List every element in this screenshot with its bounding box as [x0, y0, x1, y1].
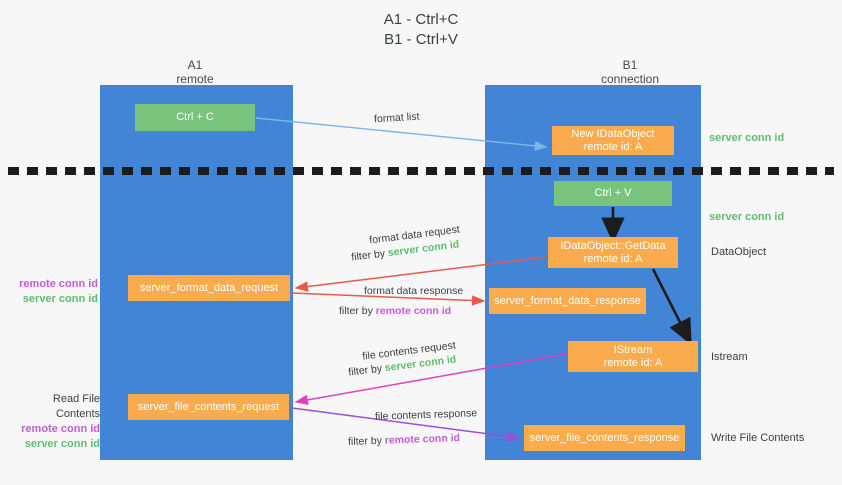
node-ctrl-c[interactable]: Ctrl + C	[135, 104, 255, 131]
node-ctrl-v[interactable]: Ctrl + V	[554, 181, 672, 206]
column-a1-sub: remote	[176, 72, 214, 86]
edge-label-format-data-response: format data response	[364, 285, 464, 297]
side-label-istream: Istream	[711, 351, 748, 363]
node-getdata-line1: IDataObject::GetData	[560, 239, 666, 252]
title-line-2: B1 - Ctrl+V	[384, 31, 458, 48]
filter-by-text: filter by	[339, 305, 376, 317]
filter-by-text: filter by	[350, 247, 389, 264]
node-server-format-data-response[interactable]: server_format_data_response	[489, 288, 646, 314]
node-new-idataobject-line2: remote id: A	[583, 140, 643, 153]
column-header-b1: B1 connection	[555, 58, 705, 86]
side-label-server-conn-id-1: server conn id	[22, 293, 98, 305]
node-server-file-contents-request-label: server_file_contents_request	[137, 400, 280, 413]
column-a1-name: A1	[187, 58, 203, 72]
node-server-file-contents-response-label: server_file_contents_response	[529, 431, 680, 444]
filter-by-text: filter by	[347, 362, 386, 379]
node-server-format-data-response-label: server_format_data_response	[494, 294, 641, 307]
edge-label-file-contents-response: file contents response	[374, 407, 478, 423]
node-server-format-data-request-label: server_format_data_request	[139, 281, 279, 294]
node-istream-line1: IStream	[613, 343, 653, 356]
page-title: A1 - Ctrl+C B1 - Ctrl+V	[0, 10, 842, 50]
title-line-1: A1 - Ctrl+C	[383, 11, 459, 28]
remote-conn-id-emphasis: remote conn id	[384, 432, 461, 447]
side-label-dataobject: DataObject	[711, 246, 767, 258]
node-new-idataobject-line1: New IDataObject	[571, 127, 655, 140]
side-label-group-conn-ids-1: remote conn id server conn id	[8, 277, 98, 307]
side-label-write-file-contents: Write File Contents	[711, 432, 805, 444]
remote-conn-id-emphasis: remote conn id	[375, 305, 452, 317]
column-b1-name: B1	[622, 58, 638, 72]
side-label-remote-conn-id-2: remote conn id	[21, 423, 100, 435]
edge-label-format-data-response-filter: filter by remote conn id	[339, 304, 451, 318]
side-label-read-file-contents: Read File Contents	[52, 393, 100, 420]
node-idataobject-getdata[interactable]: IDataObject::GetData remote id: A	[548, 237, 678, 268]
node-istream-line2: remote id: A	[603, 356, 663, 369]
column-b1-sub: connection	[600, 72, 660, 86]
node-new-idataobject[interactable]: New IDataObject remote id: A	[552, 126, 674, 155]
side-label-server-conn-id-2: server conn id	[24, 438, 100, 450]
node-server-format-data-request[interactable]: server_format_data_request	[128, 275, 290, 301]
node-ctrl-c-label: Ctrl + C	[176, 111, 214, 123]
node-server-file-contents-request[interactable]: server_file_contents_request	[128, 394, 289, 420]
filter-by-text: filter by	[347, 434, 385, 448]
side-label-remote-conn-id-1: remote conn id	[19, 278, 98, 290]
node-istream[interactable]: IStream remote id: A	[568, 341, 698, 372]
dashed-divider	[8, 167, 834, 175]
side-label-group-read-file: Read File Contents remote conn id server…	[8, 392, 100, 452]
side-label-server-conn-id-mid: server conn id	[709, 211, 785, 223]
node-server-file-contents-response[interactable]: server_file_contents_response	[524, 425, 685, 451]
node-getdata-line2: remote id: A	[583, 252, 643, 265]
edge-label-format-list: format list	[373, 110, 420, 126]
column-header-a1: A1 remote	[120, 58, 270, 86]
node-ctrl-v-label: Ctrl + V	[594, 187, 632, 199]
edge-label-file-contents-response-filter: filter by remote conn id	[348, 431, 460, 449]
side-label-server-conn-id-top: server conn id	[709, 132, 785, 144]
